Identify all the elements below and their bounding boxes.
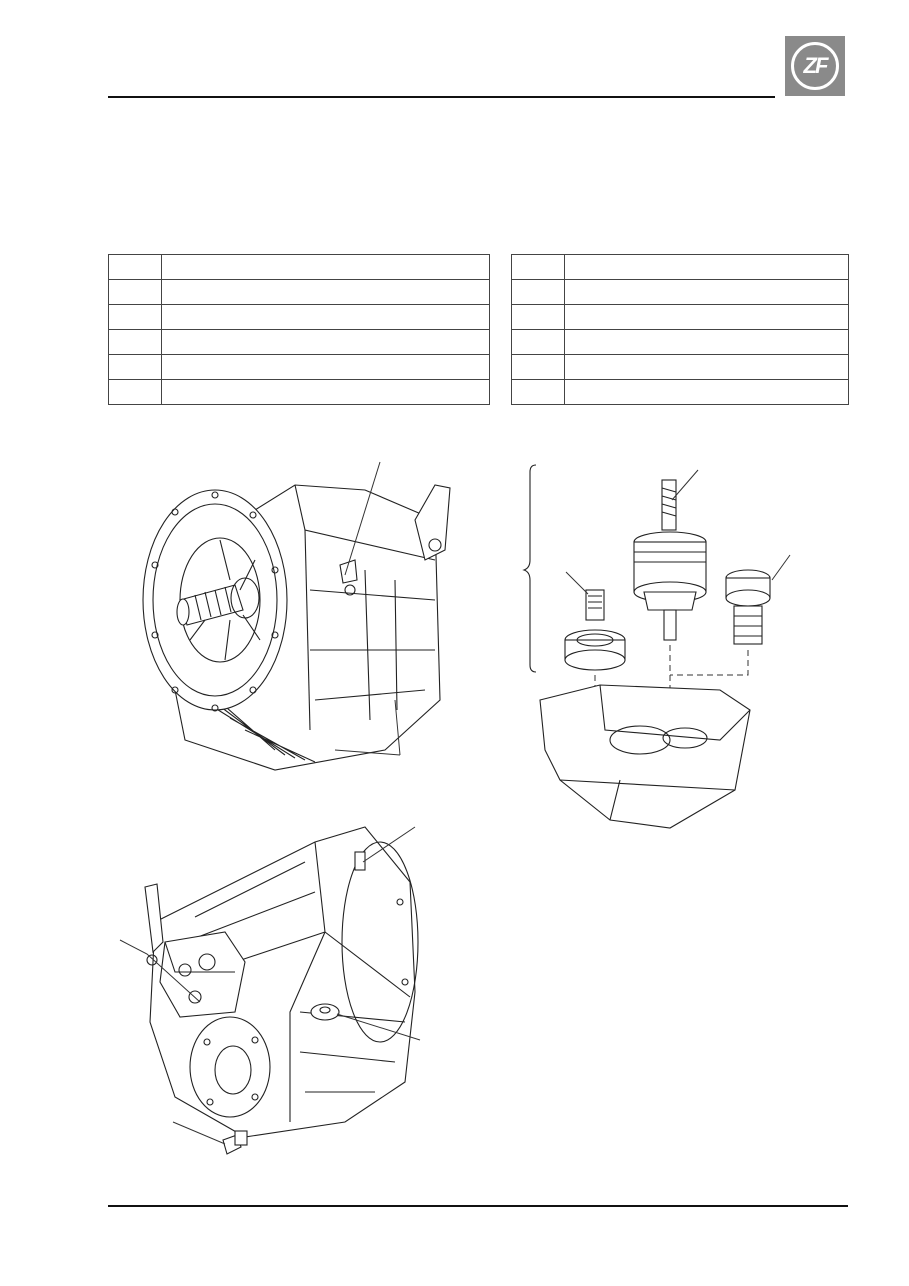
figure-transmission-front bbox=[135, 450, 475, 790]
legend-text bbox=[161, 254, 490, 280]
legend-text bbox=[161, 279, 490, 305]
legend-row bbox=[108, 354, 490, 380]
legend-row bbox=[108, 379, 490, 405]
legend-text bbox=[564, 329, 849, 355]
legend-num bbox=[511, 279, 565, 305]
legend-text bbox=[564, 254, 849, 280]
transmission-front-illustration bbox=[142, 461, 451, 771]
legend-row bbox=[108, 279, 490, 305]
figure-transmission-rear bbox=[115, 822, 435, 1167]
legend-num bbox=[108, 379, 162, 405]
zf-logo: ZF bbox=[785, 36, 845, 96]
legend-row bbox=[108, 254, 490, 280]
footer-rule bbox=[108, 1205, 848, 1207]
legend-text bbox=[161, 354, 490, 380]
legend-row bbox=[108, 329, 490, 355]
legend-row bbox=[511, 354, 849, 380]
legend-num bbox=[108, 254, 162, 280]
legend-num bbox=[108, 279, 162, 305]
figure-gear-shafts-exploded bbox=[520, 460, 820, 840]
legend-num bbox=[511, 304, 565, 330]
legend-text bbox=[564, 379, 849, 405]
legend-table-right bbox=[511, 254, 849, 405]
legend-num bbox=[108, 354, 162, 380]
legend-text bbox=[161, 329, 490, 355]
brace-bracket bbox=[522, 464, 537, 673]
legend-num bbox=[511, 354, 565, 380]
zf-logo-text: ZF bbox=[791, 42, 839, 90]
legend-num bbox=[511, 329, 565, 355]
legend-row bbox=[511, 379, 849, 405]
legend-row bbox=[108, 304, 490, 330]
legend-text bbox=[564, 354, 849, 380]
legend-row bbox=[511, 329, 849, 355]
legend-num bbox=[511, 379, 565, 405]
legend-num bbox=[108, 304, 162, 330]
legend-text bbox=[564, 279, 849, 305]
legend-text bbox=[564, 304, 849, 330]
legend-table-left bbox=[108, 254, 490, 405]
transmission-rear-illustration bbox=[119, 826, 421, 1155]
legend-row bbox=[511, 304, 849, 330]
legend-text bbox=[161, 379, 490, 405]
header-rule bbox=[108, 96, 775, 98]
legend-num bbox=[108, 329, 162, 355]
legend-row bbox=[511, 279, 849, 305]
gear-shafts-illustration bbox=[522, 464, 791, 829]
legend-row bbox=[511, 254, 849, 280]
legend-num bbox=[511, 254, 565, 280]
legend-text bbox=[161, 304, 490, 330]
